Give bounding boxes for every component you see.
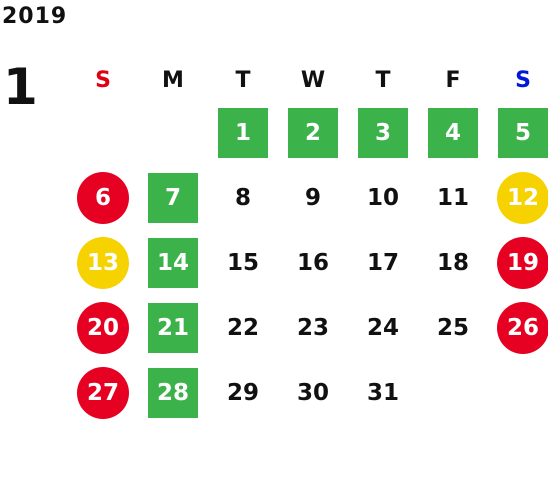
day-cell-4[interactable]: 4 xyxy=(418,100,488,165)
day-cell-2[interactable]: 2 xyxy=(278,100,348,165)
day-cell-7[interactable]: 7 xyxy=(138,165,208,230)
day-cell-16[interactable]: 16 xyxy=(278,230,348,295)
day-cell-17[interactable]: 17 xyxy=(348,230,418,295)
day-number: 18 xyxy=(436,249,469,276)
day-number: 16 xyxy=(296,249,329,276)
month-number: 1 xyxy=(3,58,38,116)
day-number: 30 xyxy=(296,379,329,406)
day-number: 9 xyxy=(304,184,321,211)
day-cell-29[interactable]: 29 xyxy=(208,360,278,425)
day-cell-28[interactable]: 28 xyxy=(138,360,208,425)
day-number: 24 xyxy=(366,314,399,341)
day-number: 28 xyxy=(156,379,189,406)
day-cell-31[interactable]: 31 xyxy=(348,360,418,425)
day-number: 1 xyxy=(234,119,251,146)
weekday-header-fri: F xyxy=(445,67,461,93)
day-cell-13[interactable]: 13 xyxy=(68,230,138,295)
weekday-header-sun: S xyxy=(95,67,111,93)
day-cell-18[interactable]: 18 xyxy=(418,230,488,295)
day-cell-25[interactable]: 25 xyxy=(418,295,488,360)
day-cell-19[interactable]: 19 xyxy=(488,230,548,295)
day-number: 23 xyxy=(296,314,329,341)
day-number: 13 xyxy=(86,249,119,276)
day-cell-10[interactable]: 10 xyxy=(348,165,418,230)
day-cell-9[interactable]: 9 xyxy=(278,165,348,230)
day-number: 29 xyxy=(226,379,259,406)
day-cell-8[interactable]: 8 xyxy=(208,165,278,230)
day-number: 6 xyxy=(94,184,111,211)
day-cell-21[interactable]: 21 xyxy=(138,295,208,360)
day-number: 21 xyxy=(156,314,189,341)
day-cell-5[interactable]: 5 xyxy=(488,100,548,165)
empty-day-cell xyxy=(138,100,208,165)
day-number: 17 xyxy=(366,249,399,276)
day-cell-1[interactable]: 1 xyxy=(208,100,278,165)
day-cell-6[interactable]: 6 xyxy=(68,165,138,230)
day-number: 11 xyxy=(436,184,469,211)
day-number: 7 xyxy=(164,184,181,211)
day-number: 19 xyxy=(506,249,539,276)
day-number: 12 xyxy=(506,184,539,211)
day-number: 22 xyxy=(226,314,259,341)
day-cell-22[interactable]: 22 xyxy=(208,295,278,360)
day-cell-12[interactable]: 12 xyxy=(488,165,548,230)
weekday-header-sat: S xyxy=(515,67,531,93)
year-label: 2019 xyxy=(2,4,68,29)
day-number: 10 xyxy=(366,184,399,211)
day-number: 25 xyxy=(436,314,469,341)
day-number: 4 xyxy=(444,119,461,146)
day-number: 3 xyxy=(374,119,391,146)
weekday-header-mon: M xyxy=(162,67,184,93)
day-number: 31 xyxy=(366,379,399,406)
day-cell-30[interactable]: 30 xyxy=(278,360,348,425)
day-cell-15[interactable]: 15 xyxy=(208,230,278,295)
day-number: 5 xyxy=(514,119,531,146)
day-number: 14 xyxy=(156,249,189,276)
day-cell-27[interactable]: 27 xyxy=(68,360,138,425)
day-cell-11[interactable]: 11 xyxy=(418,165,488,230)
day-cell-26[interactable]: 26 xyxy=(488,295,548,360)
day-number: 15 xyxy=(226,249,259,276)
empty-day-cell xyxy=(68,100,138,165)
day-number: 26 xyxy=(506,314,539,341)
day-cell-23[interactable]: 23 xyxy=(278,295,348,360)
day-number: 8 xyxy=(234,184,251,211)
weekday-header-thu: T xyxy=(375,67,391,93)
weekday-header-wed: W xyxy=(300,67,326,93)
weekday-header-tue: T xyxy=(235,67,251,93)
day-number: 20 xyxy=(86,314,119,341)
day-cell-24[interactable]: 24 xyxy=(348,295,418,360)
day-number: 2 xyxy=(304,119,321,146)
day-cell-3[interactable]: 3 xyxy=(348,100,418,165)
day-number: 27 xyxy=(86,379,119,406)
day-cell-20[interactable]: 20 xyxy=(68,295,138,360)
day-cell-14[interactable]: 14 xyxy=(138,230,208,295)
